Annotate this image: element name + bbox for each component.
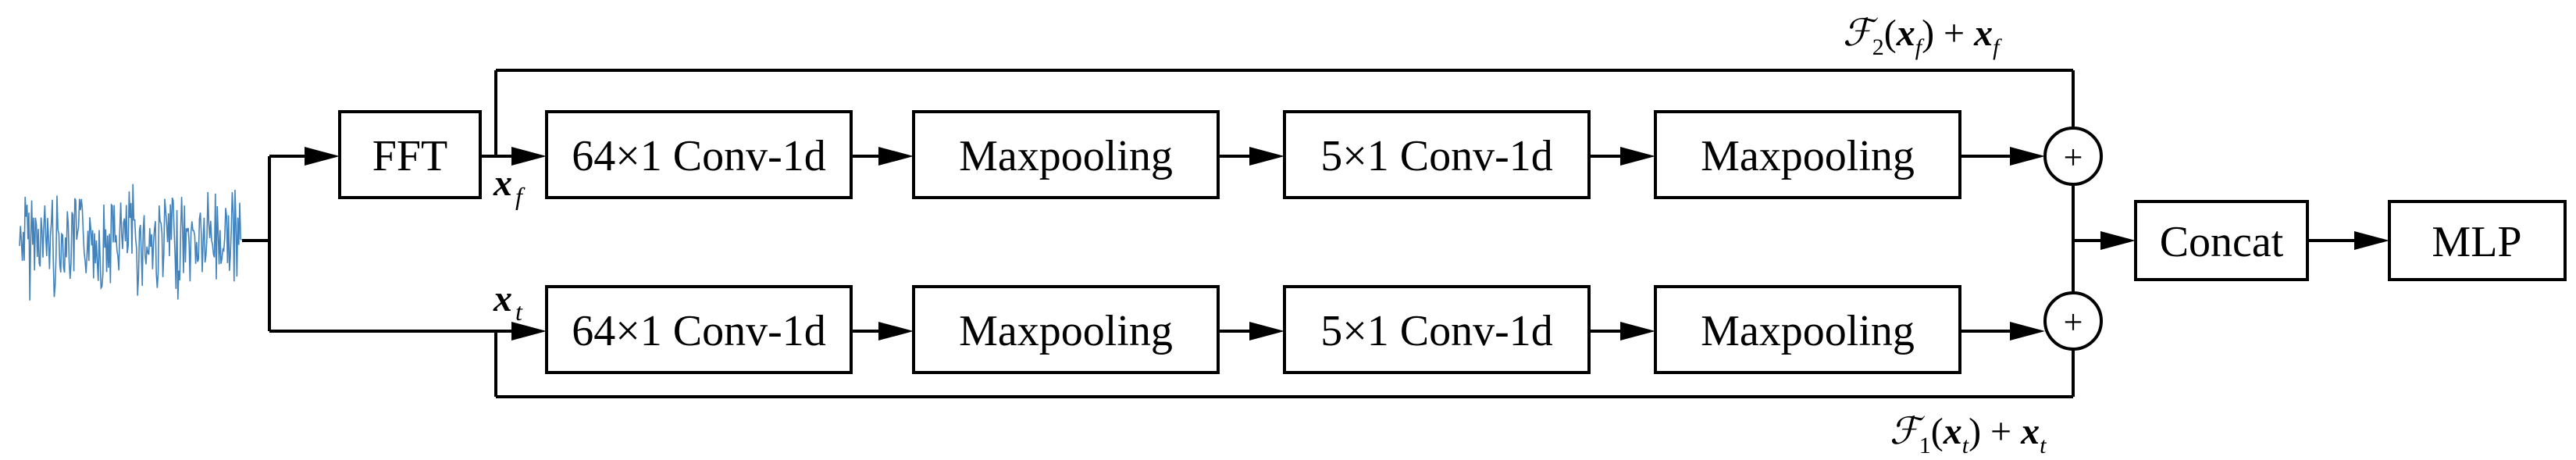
- svg-text:+: +: [2064, 138, 2083, 177]
- arrow-upper-conv1-to-pool1: [878, 147, 914, 166]
- lower-branch-connectors: [269, 330, 2075, 398]
- upper-conv1-block: [545, 110, 853, 199]
- arrow-into-concat: [2100, 231, 2136, 250]
- lower-sum-node: +: [2043, 291, 2103, 351]
- lower-pool2-label: Maxpooling: [1701, 307, 1915, 355]
- lower-conv1-block: [545, 285, 853, 374]
- upper-conv1-label: 64×1 Conv-1d: [572, 132, 826, 180]
- input-signal-waveform: [19, 184, 243, 301]
- upper-pool2-block: [1654, 110, 1961, 199]
- lower-conv1-label: 64×1 Conv-1d: [572, 307, 826, 355]
- upper-input-symbol: x f: [493, 162, 526, 210]
- concat-label: Concat: [2160, 218, 2284, 266]
- arrow-into-upper-conv1: [511, 147, 547, 166]
- fft-block: FFT: [338, 110, 482, 199]
- upper-conv2-label: 5×1 Conv-1d: [1320, 132, 1553, 180]
- arrow-into-lower-conv1: [511, 322, 547, 341]
- fft-label: FFT: [372, 132, 448, 180]
- upper-pool1-label: Maxpooling: [959, 132, 1173, 180]
- mlp-label: MLP: [2432, 218, 2521, 266]
- upper-conv2-block: [1283, 110, 1591, 199]
- signal-trace: [19, 184, 243, 301]
- arrow-lower-pool2-to-sum: [2010, 322, 2045, 341]
- arrow-concat-to-mlp: [2307, 231, 2389, 250]
- arrow-lower-pool1-to-conv2: [1249, 322, 1284, 341]
- upper-sum-node: +: [2043, 127, 2103, 186]
- upper-pool2-label: Maxpooling: [1701, 132, 1915, 180]
- upper-branch-blocks: 64×1 Conv-1d Maxpooling 5×1 Conv-1d Maxp…: [545, 110, 2045, 199]
- svg-text:x: x: [493, 278, 512, 319]
- arrow-lower-conv1-to-pool1: [878, 322, 914, 341]
- svg-text:+: +: [2064, 303, 2083, 341]
- lower-input-symbol: x t: [493, 278, 523, 326]
- lower-residual-label: ℱ1(xt) + xt: [1890, 411, 2047, 458]
- arrow-lower-conv2-to-pool2: [1620, 322, 1655, 341]
- arrow-upper-conv2-to-pool2: [1620, 147, 1655, 166]
- lower-conv2-block: [1283, 285, 1591, 374]
- lower-pool1-label: Maxpooling: [959, 307, 1173, 355]
- upper-branch-connectors: [480, 69, 2075, 158]
- lower-branch-blocks: 64×1 Conv-1d Maxpooling 5×1 Conv-1d Maxp…: [545, 285, 2045, 374]
- arrow-to-fft: [269, 147, 340, 166]
- arrow-upper-pool1-to-conv2: [1249, 147, 1284, 166]
- svg-text:t: t: [515, 298, 523, 326]
- mlp-block: MLP: [2388, 200, 2567, 281]
- input-split-lines: [242, 156, 271, 331]
- svg-text:f: f: [515, 182, 526, 210]
- concat-block: Concat: [2134, 200, 2309, 281]
- arrow-upper-pool2-to-sum: [2010, 147, 2045, 166]
- upper-residual-label: ℱ2(xf) + xf: [1843, 12, 2002, 60]
- svg-text:x: x: [493, 162, 512, 204]
- lower-conv2-label: 5×1 Conv-1d: [1320, 307, 1553, 355]
